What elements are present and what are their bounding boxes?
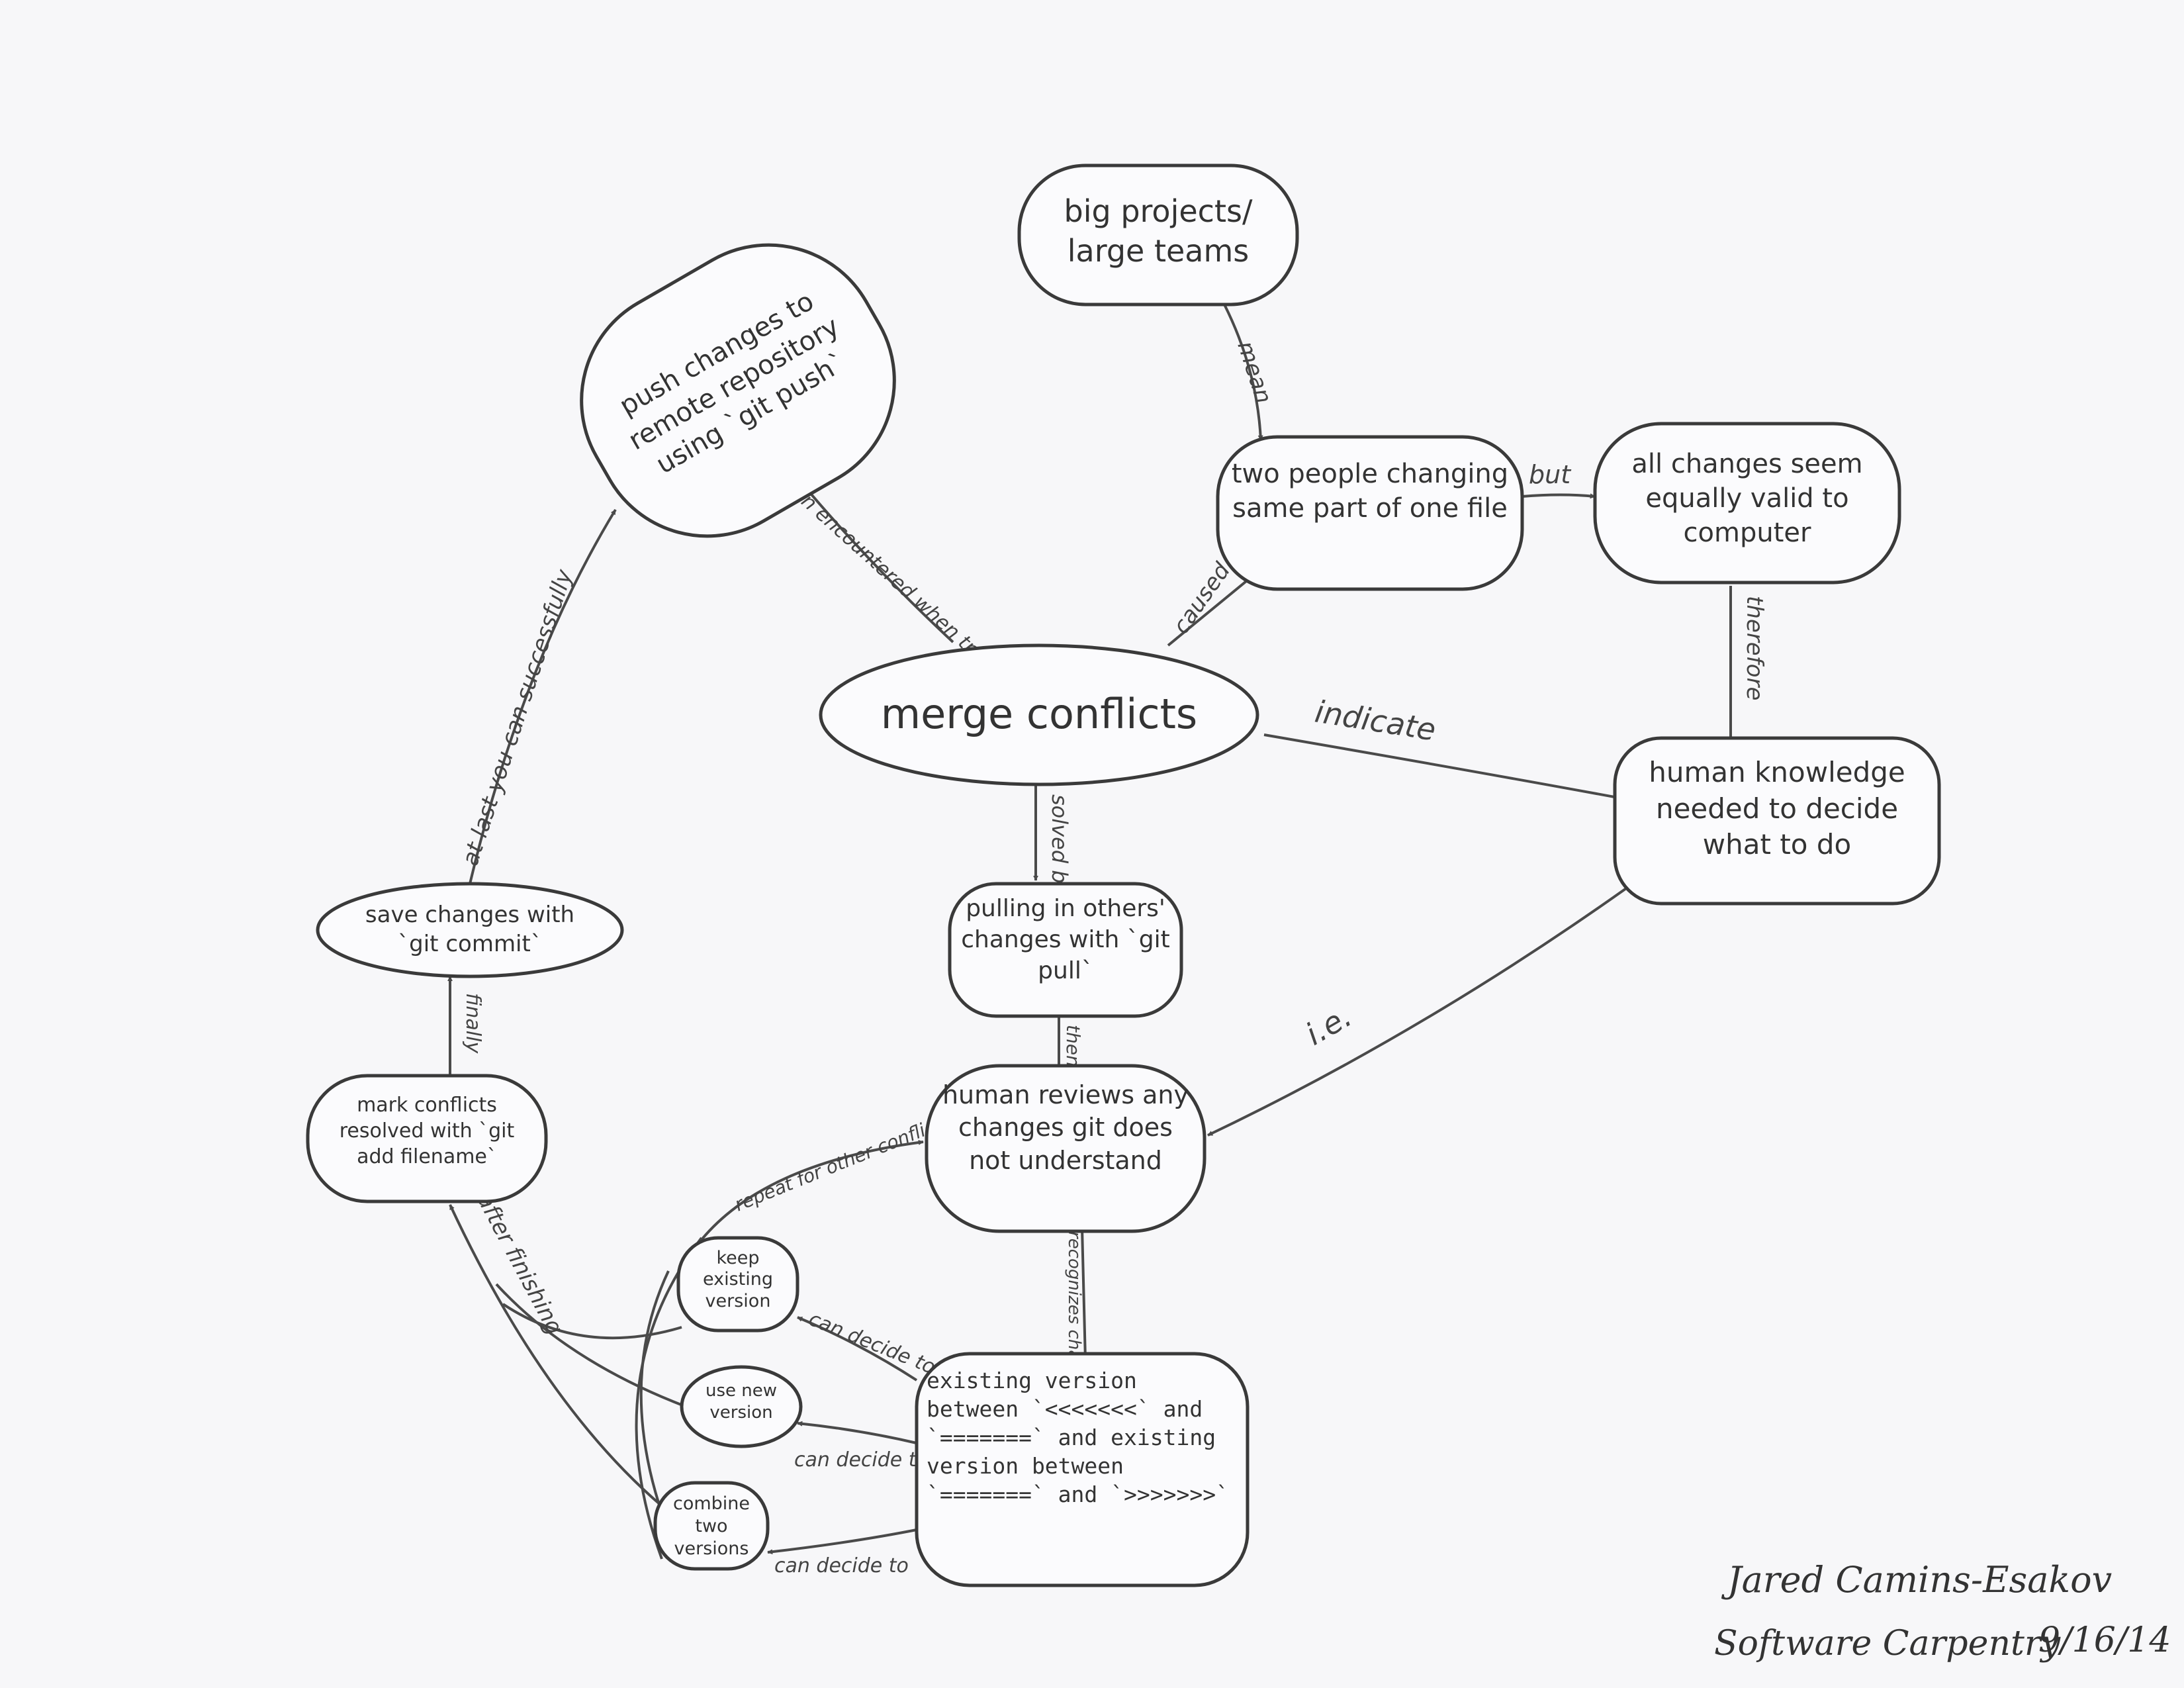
node-existing-version: existing version between `<<<<<<<` and `… bbox=[915, 1352, 1250, 1587]
edge-label-existing-usenew: can decide to bbox=[794, 1448, 929, 1472]
node-save-changes: save changes with `git commit` bbox=[316, 882, 624, 978]
node-label-combine: combine two versions bbox=[672, 1493, 751, 1559]
node-mark-conflicts: mark conflicts resolved with `git add fi… bbox=[306, 1074, 548, 1203]
node-label-human: human knowledge needed to decide what to… bbox=[1649, 756, 1905, 861]
node-label-pull: pulling in others' changes with `git pul… bbox=[961, 895, 1170, 984]
edge-options-reviews bbox=[687, 1139, 924, 1259]
edge-big-two bbox=[1223, 304, 1263, 441]
edge-two-valid bbox=[1522, 493, 1596, 499]
edge-label-save-push: at last you can successfully bbox=[457, 566, 578, 869]
edge-label-existing-combine: can decide to bbox=[774, 1554, 909, 1577]
signature-date: 9/16/14 bbox=[2038, 1620, 2171, 1660]
edge-existing-usenew bbox=[797, 1421, 917, 1444]
edge-human-reviews bbox=[1207, 886, 1629, 1137]
edge-repeat-loop bbox=[635, 1237, 703, 1560]
edge-label-valid-human: therefore bbox=[1741, 596, 1768, 700]
edge-label-pull-reviews: then bbox=[1062, 1025, 1084, 1067]
edge-label-two-valid: but bbox=[1529, 460, 1572, 489]
edge-existing-combine bbox=[767, 1528, 921, 1555]
node-label-merge: merge conflicts bbox=[881, 690, 1197, 738]
node-all-changes-valid: all changes seem equally valid to comput… bbox=[1593, 422, 1901, 585]
edge-label-merge-pull: solved by bbox=[1047, 794, 1072, 897]
signature-name: Jared Camins-Esakov bbox=[1721, 1559, 2112, 1601]
edge-label-options-mark: after finishing bbox=[471, 1188, 568, 1339]
edge-reviews-existing bbox=[1081, 1227, 1088, 1361]
edge-save-push bbox=[469, 508, 617, 884]
edge-label-human-reviews: i.e. bbox=[1300, 998, 1358, 1053]
edge-repeat-loop-2 bbox=[639, 1270, 670, 1523]
node-big-projects: big projects/ large teams bbox=[1017, 164, 1299, 306]
node-push-changes: push changes to remote repository using … bbox=[580, 243, 896, 538]
node-label-valid: all changes seem equally valid to comput… bbox=[1631, 449, 1863, 548]
node-label-existing: existing version between `<<<<<<<` and `… bbox=[927, 1368, 1229, 1507]
edge-existing-keep bbox=[797, 1316, 918, 1382]
node-label-keep: keep existing version bbox=[702, 1248, 774, 1311]
edge-label-merge-human: indicate bbox=[1312, 694, 1438, 748]
node-combine: combine two versions bbox=[653, 1481, 770, 1571]
node-label-big: big projects/ large teams bbox=[1064, 193, 1253, 269]
node-human-knowledge: human knowledge needed to decide what to… bbox=[1613, 736, 1941, 906]
edge-label-mark-save: finally bbox=[461, 993, 484, 1054]
signature-org: Software Carpentry bbox=[1714, 1624, 2061, 1664]
node-two-people: two people changing same part of one fil… bbox=[1216, 435, 1524, 591]
edge-merge-human bbox=[1263, 733, 1619, 800]
edge-keep-mark bbox=[502, 1303, 682, 1340]
edge-label-options-reviews: repeat for other conflicts bbox=[731, 1109, 954, 1215]
node-pulling-in: pulling in others' changes with `git pul… bbox=[948, 882, 1183, 1018]
node-label-reviews: human reviews any changes git does not u… bbox=[942, 1080, 1189, 1175]
edge-label-big-two: mean bbox=[1232, 338, 1277, 406]
edge-label-existing-keep: can decide to bbox=[805, 1307, 938, 1379]
node-merge-conflicts: merge conflicts bbox=[819, 643, 1259, 786]
edge-usenew-mark bbox=[495, 1283, 696, 1411]
node-keep-existing: keep existing version bbox=[676, 1236, 799, 1333]
node-label-mark: mark conflicts resolved with `git add fi… bbox=[339, 1094, 515, 1168]
node-label-save: save changes with `git commit` bbox=[365, 902, 575, 958]
node-label-usenew: use new version bbox=[705, 1381, 778, 1423]
node-human-reviews: human reviews any changes git does not u… bbox=[925, 1064, 1206, 1233]
edge-combine-mark bbox=[449, 1204, 663, 1507]
node-label-two: two people changing same part of one fil… bbox=[1231, 459, 1509, 524]
signature: Jared Camins-Esakov Software Carpentry 9… bbox=[1714, 1559, 2171, 1664]
node-use-new: use new version bbox=[680, 1365, 803, 1448]
